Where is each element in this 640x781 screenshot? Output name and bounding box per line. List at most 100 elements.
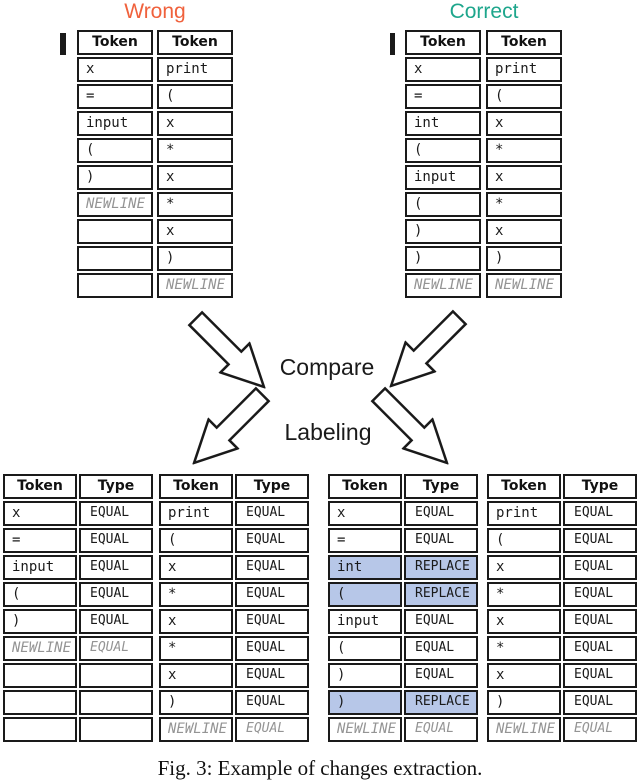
token-cell: x [487,663,561,688]
token-cell: NEWLINE [159,717,233,742]
column-header-token: Token [3,474,77,499]
table-row [3,663,153,688]
token-cell: x [157,165,233,190]
token-cell: x [486,165,562,190]
table-row: (REPLACE [328,582,478,607]
table-row: )REPLACE [328,690,478,715]
token-cell: int [328,555,402,580]
type-cell: EQUAL [563,582,637,607]
type-cell: EQUAL [404,663,478,688]
token-cell: = [3,528,77,553]
column-header-token: Token [159,474,233,499]
table-row: *EQUAL [487,582,637,607]
labeling-label: Labeling [284,419,372,445]
token-cell: * [159,636,233,661]
token-cell: x [486,219,562,244]
type-cell: EQUAL [79,609,153,634]
token-cell: ) [328,663,402,688]
type-cell: EQUAL [563,555,637,580]
table-row: (EQUAL [487,528,637,553]
column-header-token: Token [405,30,481,55]
token-cell: ) [487,690,561,715]
token-cell: * [157,138,233,163]
token-cell [3,690,77,715]
type-cell: EQUAL [235,609,309,634]
type-cell: EQUAL [563,501,637,526]
type-cell: EQUAL [404,501,478,526]
token-cell: * [486,192,562,217]
token-cell [3,717,77,742]
token-cell: x [77,57,153,82]
token-cell [77,219,153,244]
token-cell [3,663,77,688]
token-cell: ( [77,138,153,163]
type-cell: EQUAL [235,690,309,715]
column-header-token: Token [487,474,561,499]
token-cell: * [159,582,233,607]
column-header-token: Token [486,30,562,55]
type-cell: EQUAL [79,528,153,553]
type-cell: EQUAL [563,690,637,715]
token-cell: x [159,663,233,688]
token-cell: print [486,57,562,82]
table-row: )EQUAL [159,690,309,715]
token-cell [77,246,153,271]
token-cell: x [157,219,233,244]
token-cell: x [159,609,233,634]
table-row: *EQUAL [159,582,309,607]
token-cell: ) [77,165,153,190]
compare-label: Compare [279,354,375,380]
type-cell: EQUAL [79,582,153,607]
token-cell: ) [157,246,233,271]
type-cell: EQUAL [563,609,637,634]
type-cell: EQUAL [235,528,309,553]
type-cell: EQUAL [404,609,478,634]
arrow-down-right-icon [187,310,266,389]
token-cell: x [487,555,561,580]
type-cell: EQUAL [235,501,309,526]
token-cell: input [328,609,402,634]
type-cell: EQUAL [235,555,309,580]
clipped-edge-artifact-right [390,33,395,55]
token-cell: NEWLINE [405,273,481,298]
table-row: *EQUAL [159,636,309,661]
token-cell: ) [159,690,233,715]
figure-caption: Fig. 3: Example of changes extraction. [157,756,483,780]
arrow-down-left-icon [389,309,468,388]
token-cell: x [405,57,481,82]
table-row: (EQUAL [328,636,478,661]
table-row: )EQUAL [328,663,478,688]
type-cell: EQUAL [235,717,309,742]
token-cell: = [328,528,402,553]
token-cell: ( [328,636,402,661]
token-cell [77,273,153,298]
token-cell: NEWLINE [77,192,153,217]
type-cell [79,663,153,688]
token-cell: = [77,84,153,109]
table-row [3,690,153,715]
token-cell: ) [486,246,562,271]
token-cell: * [487,582,561,607]
arrow-down-right-icon [370,386,449,465]
type-cell: REPLACE [404,555,478,580]
type-cell: EQUAL [404,528,478,553]
